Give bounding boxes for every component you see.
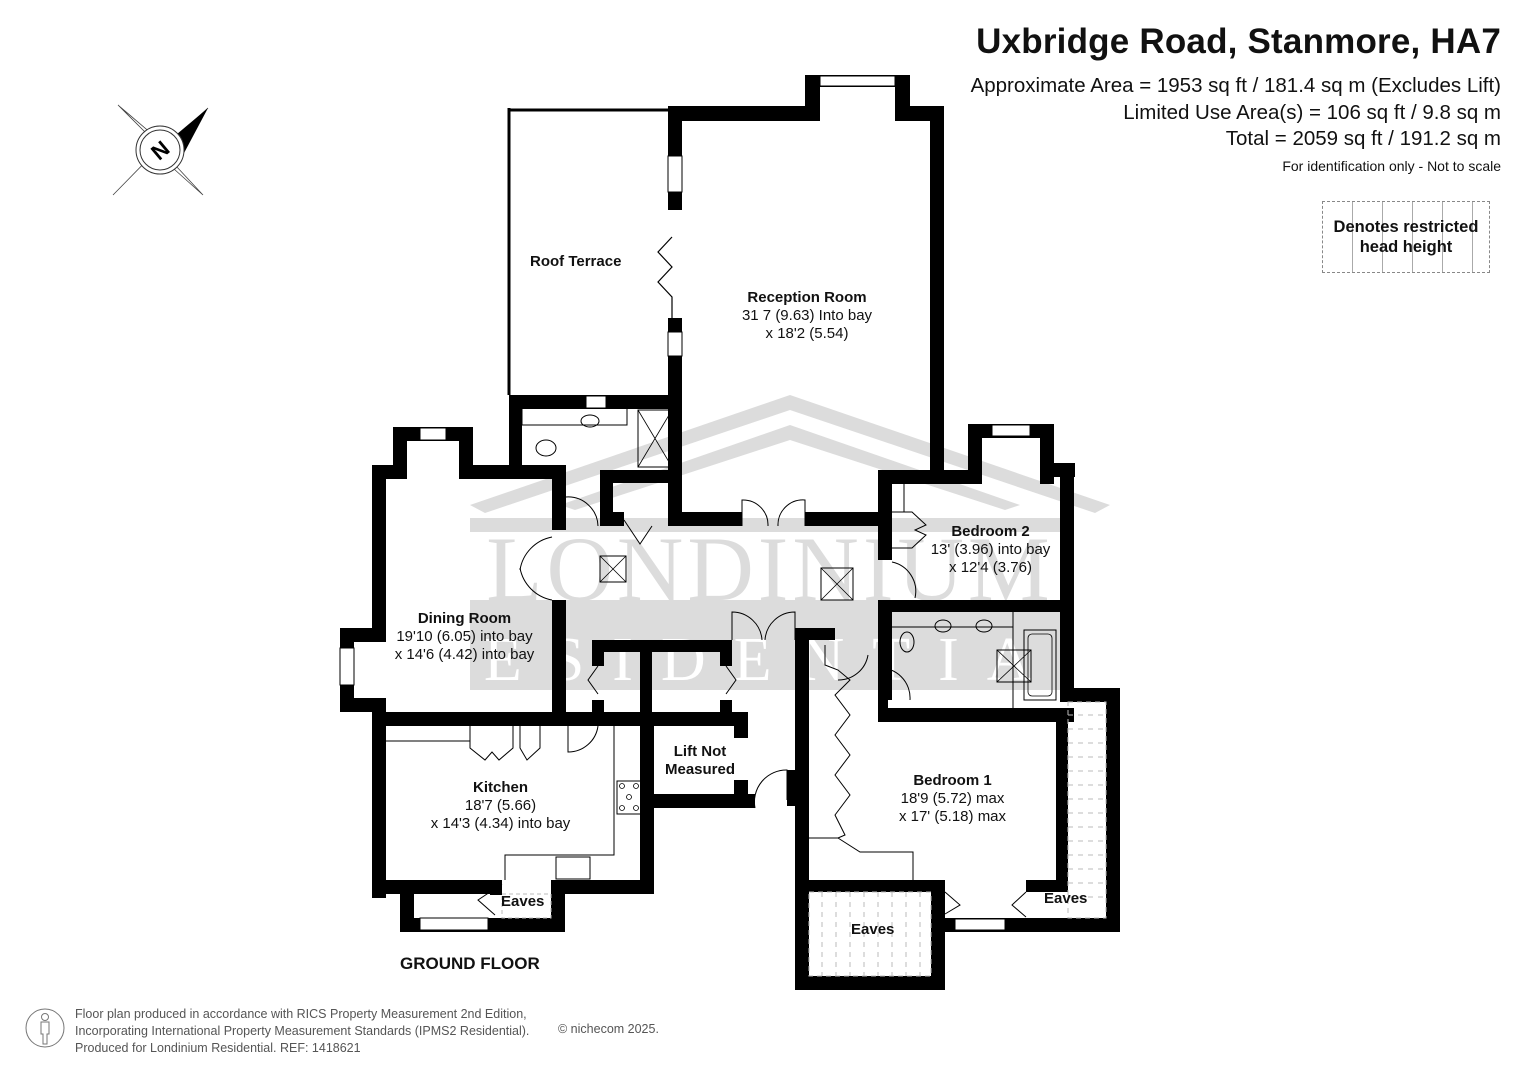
legend-line-2: head height (1359, 238, 1453, 256)
walls (339, 75, 1120, 990)
restricted-height-legend: Denotes restricted head height (1322, 201, 1490, 273)
approximate-area: Approximate Area = 1953 sq ft / 181.4 sq… (970, 74, 1501, 97)
room-lift: Lift Not Measured (664, 743, 736, 778)
room-reception: Reception Room 31 7 (9.63) Into bay x 18… (741, 289, 873, 342)
svg-text:RESIDENTIAL: RESIDENTIAL (415, 626, 1126, 694)
copyright: © nichecom 2025. (558, 1022, 659, 1036)
room-eaves-bottom: Eaves (851, 921, 895, 938)
page-title: Uxbridge Road, Stanmore, HA7 (976, 22, 1501, 61)
footer-notes: Floor plan produced in accordance with R… (75, 1007, 530, 1055)
legend-line-1: Denotes restricted (1333, 218, 1479, 236)
room-kitchen: Kitchen 18'7 (5.66) x 14'3 (4.34) into b… (430, 779, 571, 832)
room-dining: Dining Room 19'10 (6.05) into bay x 14'6… (394, 610, 535, 663)
room-eaves-kitchen: Eaves (501, 893, 545, 910)
scale-disclaimer: For identification only - Not to scale (1282, 158, 1501, 174)
room-bedroom-1: Bedroom 1 18'9 (5.72) max x 17' (5.18) m… (898, 772, 1007, 825)
room-bedroom-2: Bedroom 2 13' (3.96) into bay x 12'4 (3.… (930, 523, 1051, 576)
limited-use-area: Limited Use Area(s) = 106 sq ft / 9.8 sq… (1123, 101, 1501, 124)
total-area: Total = 2059 sq ft / 191.2 sq m (1225, 127, 1501, 150)
room-eaves-right: Eaves (1044, 890, 1088, 907)
floor-label: GROUND FLOOR (400, 954, 540, 973)
north-compass-icon: N (112, 104, 209, 196)
watermark-logo: LONDINIUM RESIDENTIAL (415, 395, 1126, 694)
room-roof-terrace: Roof Terrace (530, 253, 622, 270)
person-scale-icon (25, 1008, 65, 1048)
